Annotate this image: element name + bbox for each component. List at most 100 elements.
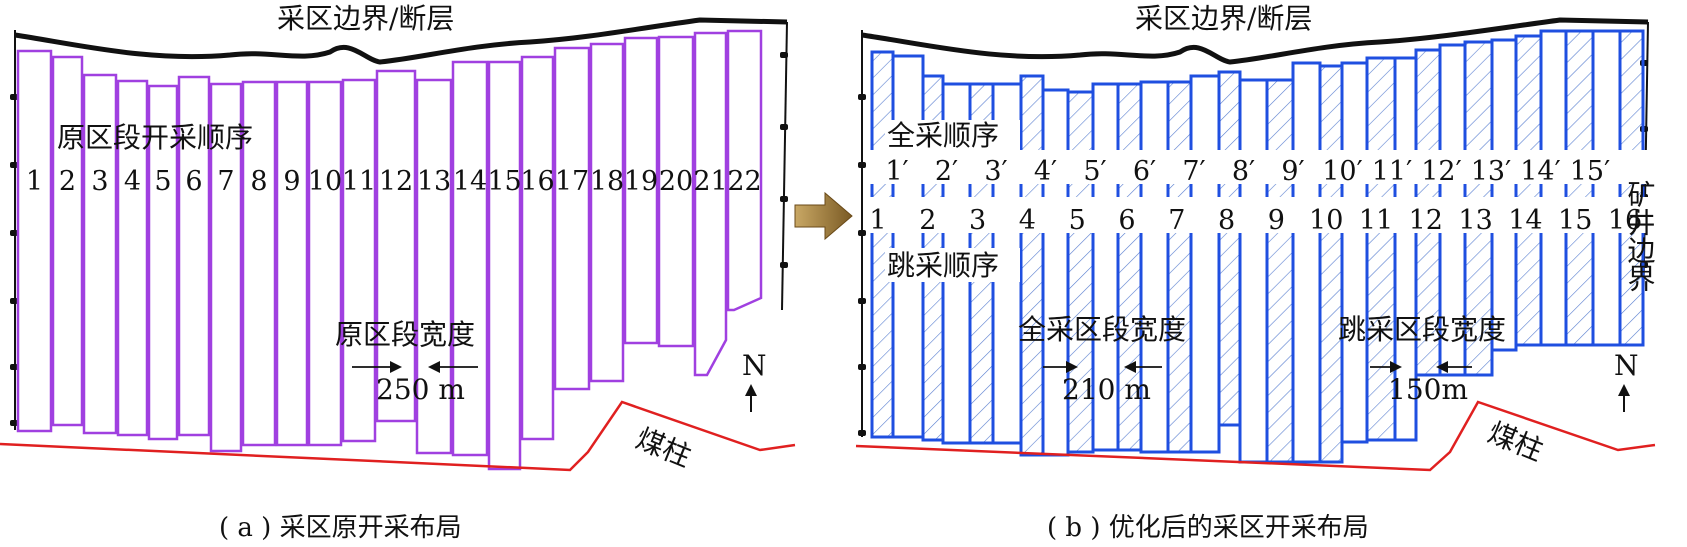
panel-b-full-width-dimension <box>1043 361 1162 373</box>
panel-b-north-label: N <box>1614 349 1639 382</box>
panel-a-coal-pillar-line <box>0 400 796 472</box>
panel-b-skip-number: 4 <box>1019 205 1036 236</box>
panel-a-section-9 <box>275 80 309 447</box>
panel-a-section-number: 19 <box>624 166 658 197</box>
panel-a-section-number: 12 <box>379 166 413 197</box>
panel-b-skip-number: 15 <box>1558 205 1592 236</box>
panel-b-boundary-label: 采区边界/断层 <box>1135 2 1312 35</box>
panel-b-full-mined-strip <box>1019 74 1045 457</box>
panel-a-section-number: 13 <box>417 166 451 197</box>
panel-a-section-21 <box>693 31 728 377</box>
panel-b-skip-number: 8 <box>1218 205 1235 236</box>
panel-b-skip-mined-strip <box>1539 29 1568 347</box>
panel-b-full-number: 14′ <box>1520 156 1561 187</box>
panel-a-section-4 <box>116 79 149 437</box>
panel-a-section-5 <box>147 84 179 441</box>
panel-b-skip-number: 6 <box>1118 205 1135 236</box>
panel-a-section-number: 10 <box>308 166 342 197</box>
panel-a-north-arrow <box>745 384 757 412</box>
panel-b-skip-number: 9 <box>1268 205 1285 236</box>
panel-b-skip-number: 1 <box>869 205 886 236</box>
panel-b-full-number: 8′ <box>1232 156 1255 187</box>
panel-a-sequence-label: 原区段开采顺序 <box>57 121 253 154</box>
panel-a-section-number: 17 <box>555 166 589 197</box>
panel-b-skip-number: 14 <box>1508 205 1542 236</box>
panel-a-section-number: 11 <box>342 166 376 197</box>
panel-a-section-number: 21 <box>693 166 727 197</box>
panel-a-boundary-label: 采区边界/断层 <box>277 2 454 35</box>
panel-b-skip-mined-strip <box>1591 29 1622 347</box>
panel-b-skip-width-value: 150m <box>1388 373 1468 406</box>
panel-b-skip-number: 5 <box>1069 205 1086 236</box>
panel-b-full-width-label: 全采区段宽度 <box>1018 313 1186 346</box>
panel-a-section-13 <box>415 78 453 455</box>
transition-arrow-icon <box>794 191 853 241</box>
panel-b-sections <box>870 29 1645 464</box>
panel-b-skip-number: 3 <box>969 205 986 236</box>
panel-b-mine-boundary-label: 矿井边界 <box>1624 180 1657 292</box>
panel-a-section-10 <box>307 80 343 447</box>
panel-b-full-number: 6′ <box>1133 156 1156 187</box>
panel-b-caption: ( b ) 优化后的采区开采布局 <box>1047 513 1369 543</box>
panel-a-north-label: N <box>742 349 767 382</box>
panel-b-full-number-backdrop <box>870 150 1650 184</box>
panel-b-full-width-value: 210 m <box>1062 373 1151 406</box>
panel-b-full-number: 11′ <box>1372 156 1413 187</box>
panel-b: 采区边界/断层 全采顺序 1′2′3′4′5′6′7′8′9′10′11′12′… <box>855 2 1657 543</box>
panel-a-section-number: 18 <box>590 166 624 197</box>
panel-b-skip-number: 2 <box>919 205 936 236</box>
panel-b-skip-number: 11 <box>1359 205 1393 236</box>
panel-b-skip-number: 7 <box>1168 205 1185 236</box>
panel-a-caption: ( a ) 采区原开采布局 <box>219 513 462 543</box>
panel-b-skip-mined-strip <box>1139 80 1170 454</box>
panel-b-full-number: 13′ <box>1471 156 1512 187</box>
panel-a-section-18 <box>589 42 625 383</box>
panel-b-full-mined-strip <box>1318 64 1344 464</box>
panel-b-full-mined-strip <box>1265 78 1295 464</box>
panel-a-section-11 <box>341 78 377 443</box>
panel-b-full-mined-strip <box>1564 29 1595 347</box>
panel-b-full-mined-strip <box>1618 29 1645 347</box>
panel-a-section-16 <box>520 55 555 441</box>
panel-b-full-mined-strip <box>1217 70 1242 427</box>
panel-b-skip-mined-strip <box>1091 82 1120 452</box>
panel-b-full-number: 7′ <box>1182 156 1205 187</box>
panel-b-skip-mined-strip <box>1238 78 1269 464</box>
panel-a-section-number: 3 <box>91 166 108 197</box>
panel-b-skip-width-label: 跳采区段宽度 <box>1338 313 1506 346</box>
panel-a-width-dimension <box>352 361 478 373</box>
panel-b-full-mined-strip <box>1166 80 1193 454</box>
panel-a-section-3 <box>82 73 118 435</box>
panel-b-full-label-backdrop <box>885 120 1020 154</box>
panel-b-skip-label-backdrop <box>885 248 1020 282</box>
panel-b-full-number: 3′ <box>984 156 1007 187</box>
panel-a-section-number: 22 <box>727 166 761 197</box>
panel-a-section-number: 7 <box>217 166 234 197</box>
panel-a-section-number: 16 <box>520 166 554 197</box>
panel-b-coal-pillar-line <box>855 400 1656 472</box>
panel-a-section-1 <box>16 49 53 433</box>
panel-a-pillar-label: 煤柱 <box>631 422 695 474</box>
panel-a-section-8 <box>241 80 277 447</box>
panel-a-section-number: 20 <box>659 166 693 197</box>
panel-a-section-number: 15 <box>487 166 521 197</box>
panel-b-north-arrow <box>1618 384 1630 412</box>
panel-b-boundary-fault-line <box>861 17 1649 65</box>
panel-b-skip-number: 13 <box>1458 205 1492 236</box>
panel-b-skip-sequence-label: 跳采顺序 <box>887 249 999 282</box>
panel-b-skip-mined-strip <box>1189 74 1221 454</box>
panel-a-section-number: 4 <box>124 166 141 197</box>
panel-b-skip-number: 12 <box>1409 205 1443 236</box>
panel-b-skip-width-dimension <box>1370 361 1472 373</box>
panel-a-section-20 <box>657 35 695 348</box>
panel-a-sections <box>16 29 763 471</box>
panel-b-skip-number: 16 <box>1608 205 1642 236</box>
panel-a-east-boundary <box>781 21 788 311</box>
panel-b-full-mined-strip <box>870 50 895 439</box>
panel-a-section-number: 8 <box>250 166 267 197</box>
panel-b-full-mined-strip <box>1514 34 1543 347</box>
panel-a-width-label: 原区段宽度 <box>335 318 475 351</box>
panel-a-boundary-fault-line <box>14 17 788 65</box>
